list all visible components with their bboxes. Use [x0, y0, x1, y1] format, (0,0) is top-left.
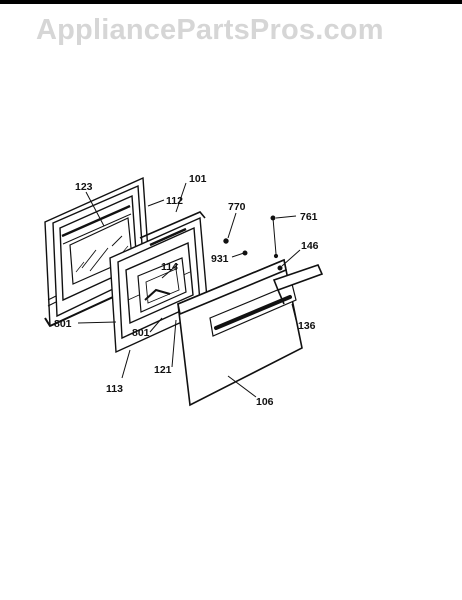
label-770: 770: [228, 201, 246, 213]
label-801-center: 801: [132, 327, 150, 339]
screws-hardware: [223, 215, 283, 271]
label-112: 112: [166, 195, 183, 207]
window-glass: [137, 257, 187, 313]
label-123: 123: [75, 181, 93, 193]
label-146: 146: [301, 240, 319, 252]
label-931: 931: [211, 253, 229, 265]
label-761: 761: [300, 211, 318, 223]
label-113: 113: [106, 383, 123, 395]
outer-door-panel: [177, 258, 303, 407]
part-labels: 123 101 112 770 761 146 931 114 801 801 …: [54, 173, 319, 408]
label-801-left: 801: [54, 318, 72, 330]
label-136: 136: [298, 320, 316, 332]
leader-lines: [77, 182, 301, 398]
top-rule: [0, 0, 462, 4]
door-handle: [272, 264, 324, 305]
label-101: 101: [189, 173, 207, 185]
label-106: 106: [256, 396, 274, 408]
label-114: 114: [161, 261, 178, 273]
label-121: 121: [154, 364, 172, 376]
watermark-logo: AppliancePartsPros.com: [36, 14, 384, 46]
